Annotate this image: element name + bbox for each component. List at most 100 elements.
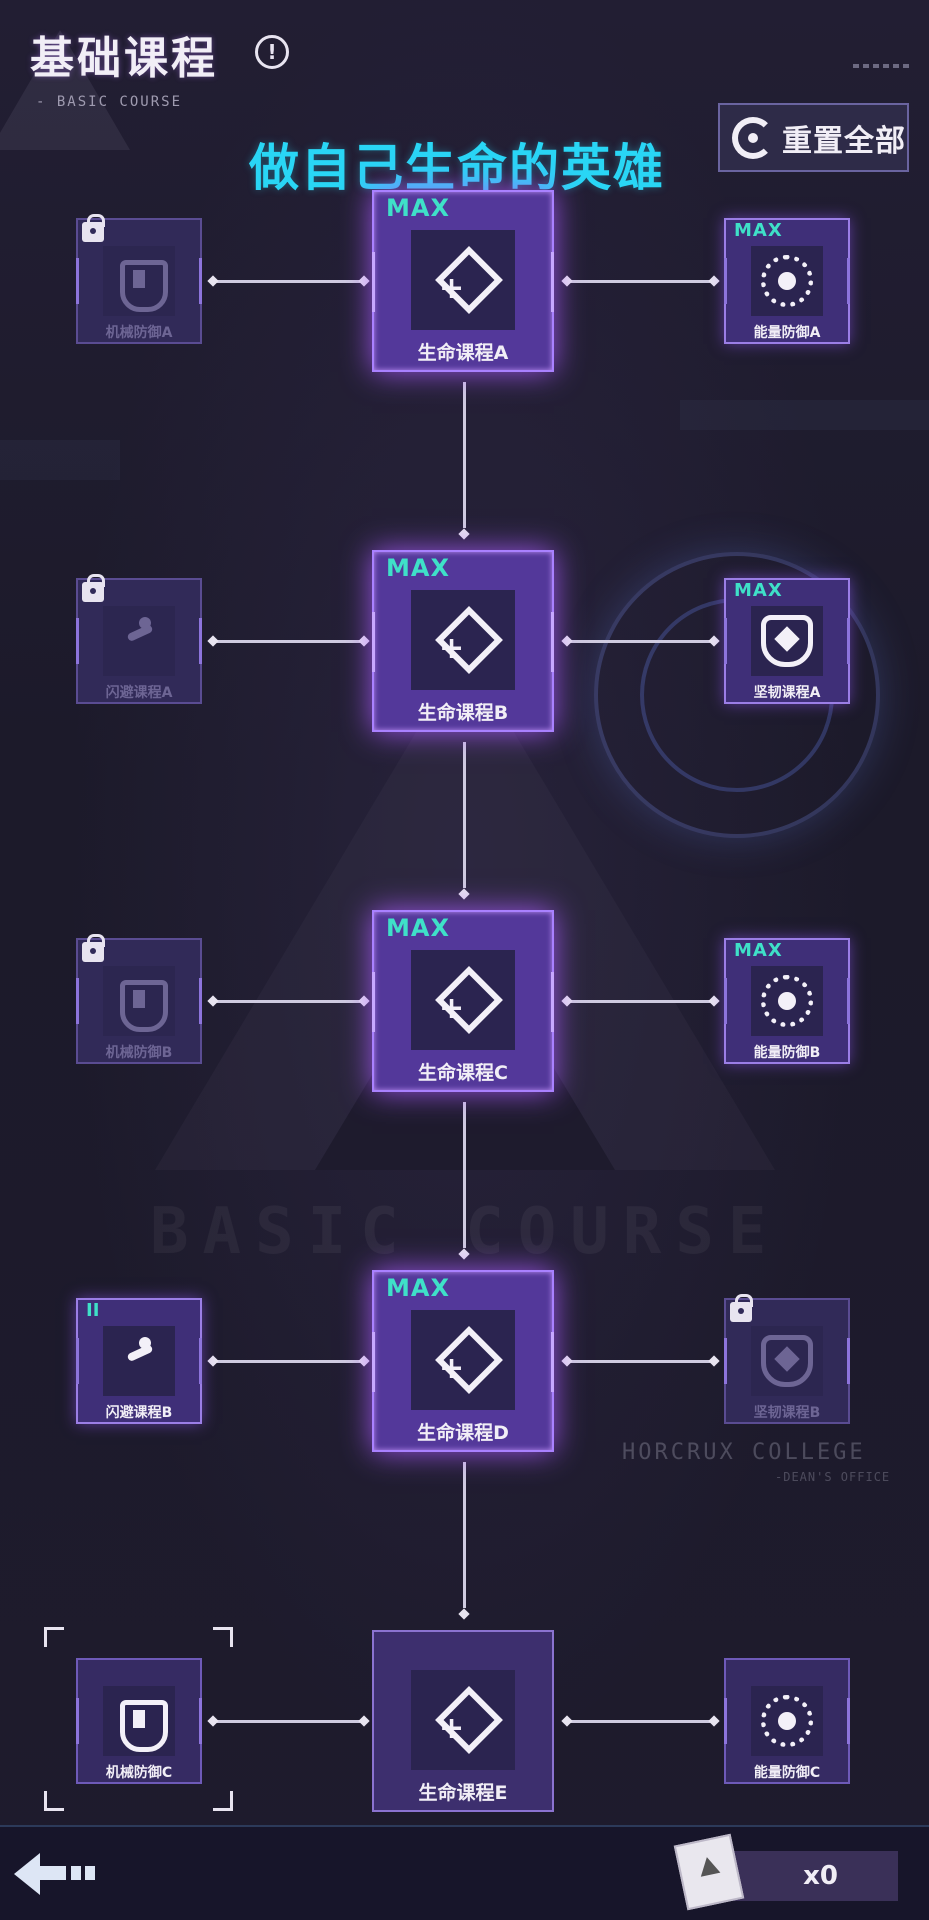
heart-plus-icon — [431, 608, 495, 672]
max-badge: MAX — [386, 914, 450, 942]
shield-icon — [114, 1696, 168, 1752]
connector-dot — [207, 635, 219, 647]
selection-corner — [213, 1791, 233, 1811]
course-node-mech-defense-a[interactable]: 机械防御A — [76, 214, 202, 344]
course-node-tough-a[interactable]: MAX 坚韧课程A — [724, 578, 850, 704]
footer-bar: x0 — [0, 1825, 929, 1920]
connector-h — [214, 1720, 364, 1723]
max-badge: MAX — [386, 1274, 450, 1302]
connector-dot — [458, 528, 470, 540]
max-badge: MAX — [734, 220, 783, 241]
connector-h — [214, 280, 364, 283]
info-icon[interactable]: ! — [255, 35, 289, 69]
lock-icon — [82, 934, 105, 962]
heart-plus-icon — [431, 248, 495, 312]
course-node-mech-defense-b[interactable]: 机械防御B — [76, 934, 202, 1064]
heart-plus-icon — [431, 1328, 495, 1392]
connector-dot — [561, 635, 573, 647]
page-subtitle-text: BASIC COURSE — [56, 94, 183, 110]
connector-dot — [458, 1608, 470, 1620]
orb-icon — [761, 975, 813, 1027]
max-badge: MAX — [386, 554, 450, 582]
bg-office-text: -DEAN'S OFFICE — [775, 1470, 891, 1484]
course-node-life-b[interactable]: MAX 生命课程B — [372, 550, 554, 732]
connector-dot — [561, 1355, 573, 1367]
lock-icon — [82, 574, 105, 602]
connector-dot — [207, 275, 219, 287]
connector-h — [566, 640, 714, 643]
selection-corner — [213, 1627, 233, 1647]
max-badge: MAX — [734, 940, 783, 961]
course-label: 生命课程C — [418, 1062, 508, 1084]
course-node-dodge-a[interactable]: 闪避课程A — [76, 574, 202, 704]
orb-icon — [761, 255, 813, 307]
heart-plus-icon — [431, 968, 495, 1032]
slogan: 做自己生命的英雄 — [249, 139, 665, 197]
focus-ring-outer — [594, 552, 880, 838]
tough-icon — [761, 615, 813, 667]
bg-college-text: HORCRUX COLLEGE — [622, 1440, 866, 1465]
connector-h — [566, 1720, 714, 1723]
back-button[interactable] — [14, 1849, 98, 1899]
course-label: 能量防御A — [753, 325, 821, 341]
connector-dot — [708, 1355, 720, 1367]
shield-icon — [114, 256, 168, 312]
connector-dot — [708, 1715, 720, 1727]
course-label: 生命课程B — [417, 702, 509, 724]
max-badge: MAX — [734, 580, 783, 601]
connector-v — [463, 742, 466, 888]
course-node-energy-defense-c[interactable]: 能量防御C — [724, 1658, 850, 1784]
lock-icon — [730, 1294, 753, 1322]
course-node-life-a[interactable]: MAX 生命课程A — [372, 190, 554, 372]
course-label: 生命课程A — [417, 342, 509, 364]
page-title: 基础课程 — [30, 33, 218, 84]
course-label: 能量防御B — [753, 1045, 821, 1061]
course-node-dodge-b[interactable]: II 闪避课程B — [76, 1298, 202, 1424]
selection-corner — [44, 1627, 64, 1647]
connector-h — [566, 1000, 714, 1003]
tough-icon — [761, 1335, 813, 1387]
connector-dot — [358, 1715, 370, 1727]
connector-dot — [358, 635, 370, 647]
shield-icon — [114, 976, 168, 1032]
bg-watermark: BASIC COURSE — [150, 1195, 781, 1269]
lock-icon — [82, 214, 105, 242]
reset-icon — [732, 116, 774, 159]
course-label: 能量防御C — [753, 1765, 821, 1781]
course-node-energy-defense-b[interactable]: MAX 能量防御B — [724, 938, 850, 1064]
course-node-mech-defense-c[interactable]: 机械防御C — [76, 1658, 202, 1784]
reset-all-button[interactable]: 重置全部 — [718, 103, 909, 172]
course-node-energy-defense-a[interactable]: MAX 能量防御A — [724, 218, 850, 344]
course-label: 闪避课程B — [105, 1405, 173, 1421]
connector-v — [463, 1102, 466, 1248]
runner-icon — [113, 615, 165, 667]
orb-icon — [761, 1695, 813, 1747]
item-count: x0 — [803, 1861, 838, 1891]
course-label: 坚韧课程A — [753, 685, 821, 701]
course-node-life-c[interactable]: MAX 生命课程C — [372, 910, 554, 1092]
reset-all-label: 重置全部 — [782, 123, 906, 159]
header-dots — [853, 64, 909, 68]
connector-h — [214, 640, 364, 643]
course-label: 机械防御C — [105, 1765, 173, 1781]
connector-v — [463, 382, 466, 528]
connector-h — [214, 1000, 364, 1003]
connector-h — [566, 1360, 714, 1363]
heart-plus-icon — [431, 1688, 495, 1752]
document-icon — [673, 1833, 745, 1911]
bg-scan-bar — [0, 440, 120, 480]
connector-dot — [207, 1355, 219, 1367]
course-node-life-e[interactable]: 生命课程E — [372, 1630, 554, 1812]
course-node-life-d[interactable]: MAX 生命课程D — [372, 1270, 554, 1452]
back-arrow-icon — [14, 1853, 40, 1895]
course-label: 闪避课程A — [105, 685, 173, 701]
page-subtitle: - BASIC COURSE — [36, 94, 183, 110]
connector-v — [463, 1462, 466, 1608]
connector-h — [214, 1360, 364, 1363]
connector-dot — [561, 1715, 573, 1727]
course-node-tough-b[interactable]: 坚韧课程B — [724, 1294, 850, 1424]
course-label: 机械防御B — [105, 1045, 173, 1061]
connector-h — [566, 280, 714, 283]
course-label: 坚韧课程B — [753, 1405, 821, 1421]
